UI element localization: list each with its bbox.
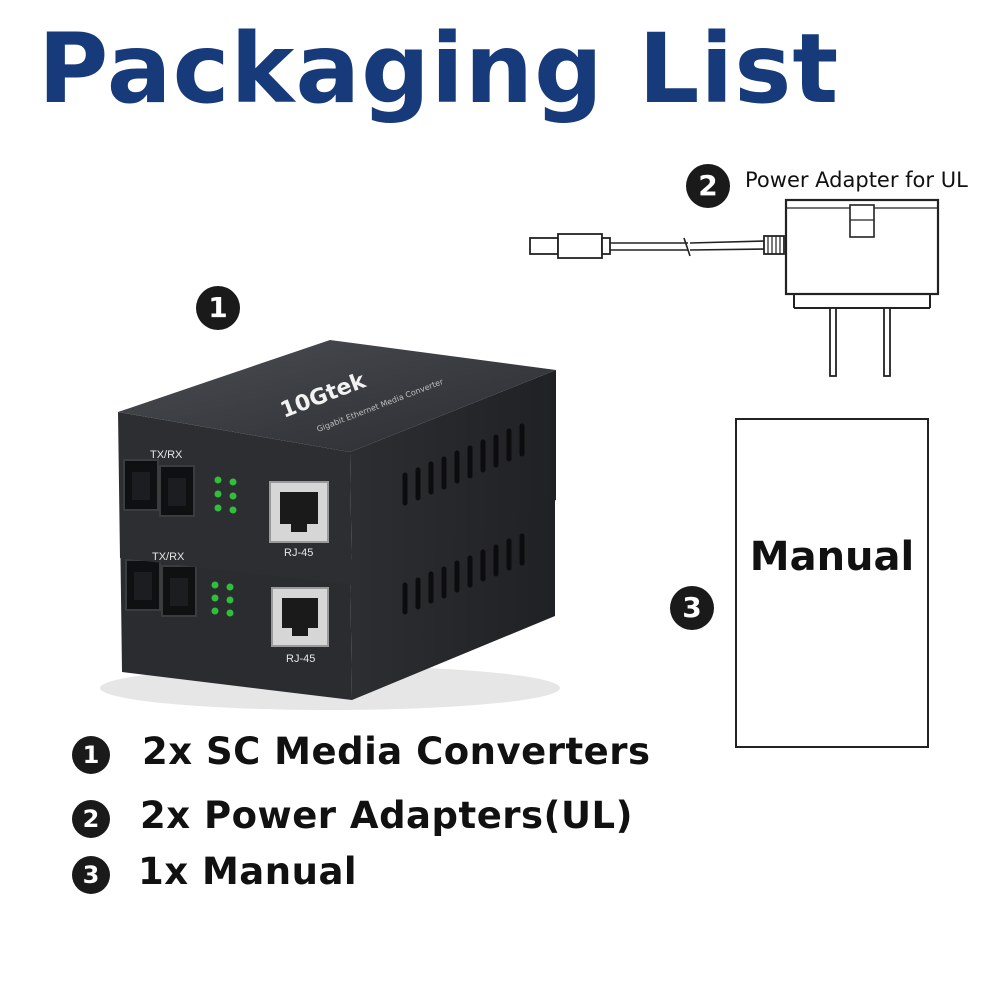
list-item-manual: 1x Manual xyxy=(138,850,358,893)
tx-rx-label-bottom: TX/RX xyxy=(152,551,185,563)
rj45-label-top: RJ-45 xyxy=(284,547,313,559)
list-badge-2: 2 xyxy=(72,800,110,838)
device-subtitle: Gigabit Ethernet Media Converter xyxy=(315,377,445,434)
list-badge-1: 1 xyxy=(72,736,110,774)
number-badge-3: 3 xyxy=(670,586,714,630)
tx-rx-label-top: TX/RX xyxy=(150,449,183,461)
power-adapter-label: Power Adapter for UL xyxy=(745,168,968,192)
brand-logo: 10Gtek xyxy=(277,368,370,424)
number-badge-1: 1 xyxy=(196,286,240,330)
page-title: Packaging List xyxy=(38,13,840,125)
list-item-converters: 2x SC Media Converters xyxy=(142,730,651,773)
manual-label: Manual xyxy=(749,534,915,580)
list-item-adapters: 2x Power Adapters(UL) xyxy=(140,794,633,837)
rj45-label-bottom: RJ-45 xyxy=(286,653,315,665)
list-badge-3: 3 xyxy=(72,856,110,894)
number-badge-2: 2 xyxy=(686,164,730,208)
manual-booklet: Manual xyxy=(735,418,929,748)
